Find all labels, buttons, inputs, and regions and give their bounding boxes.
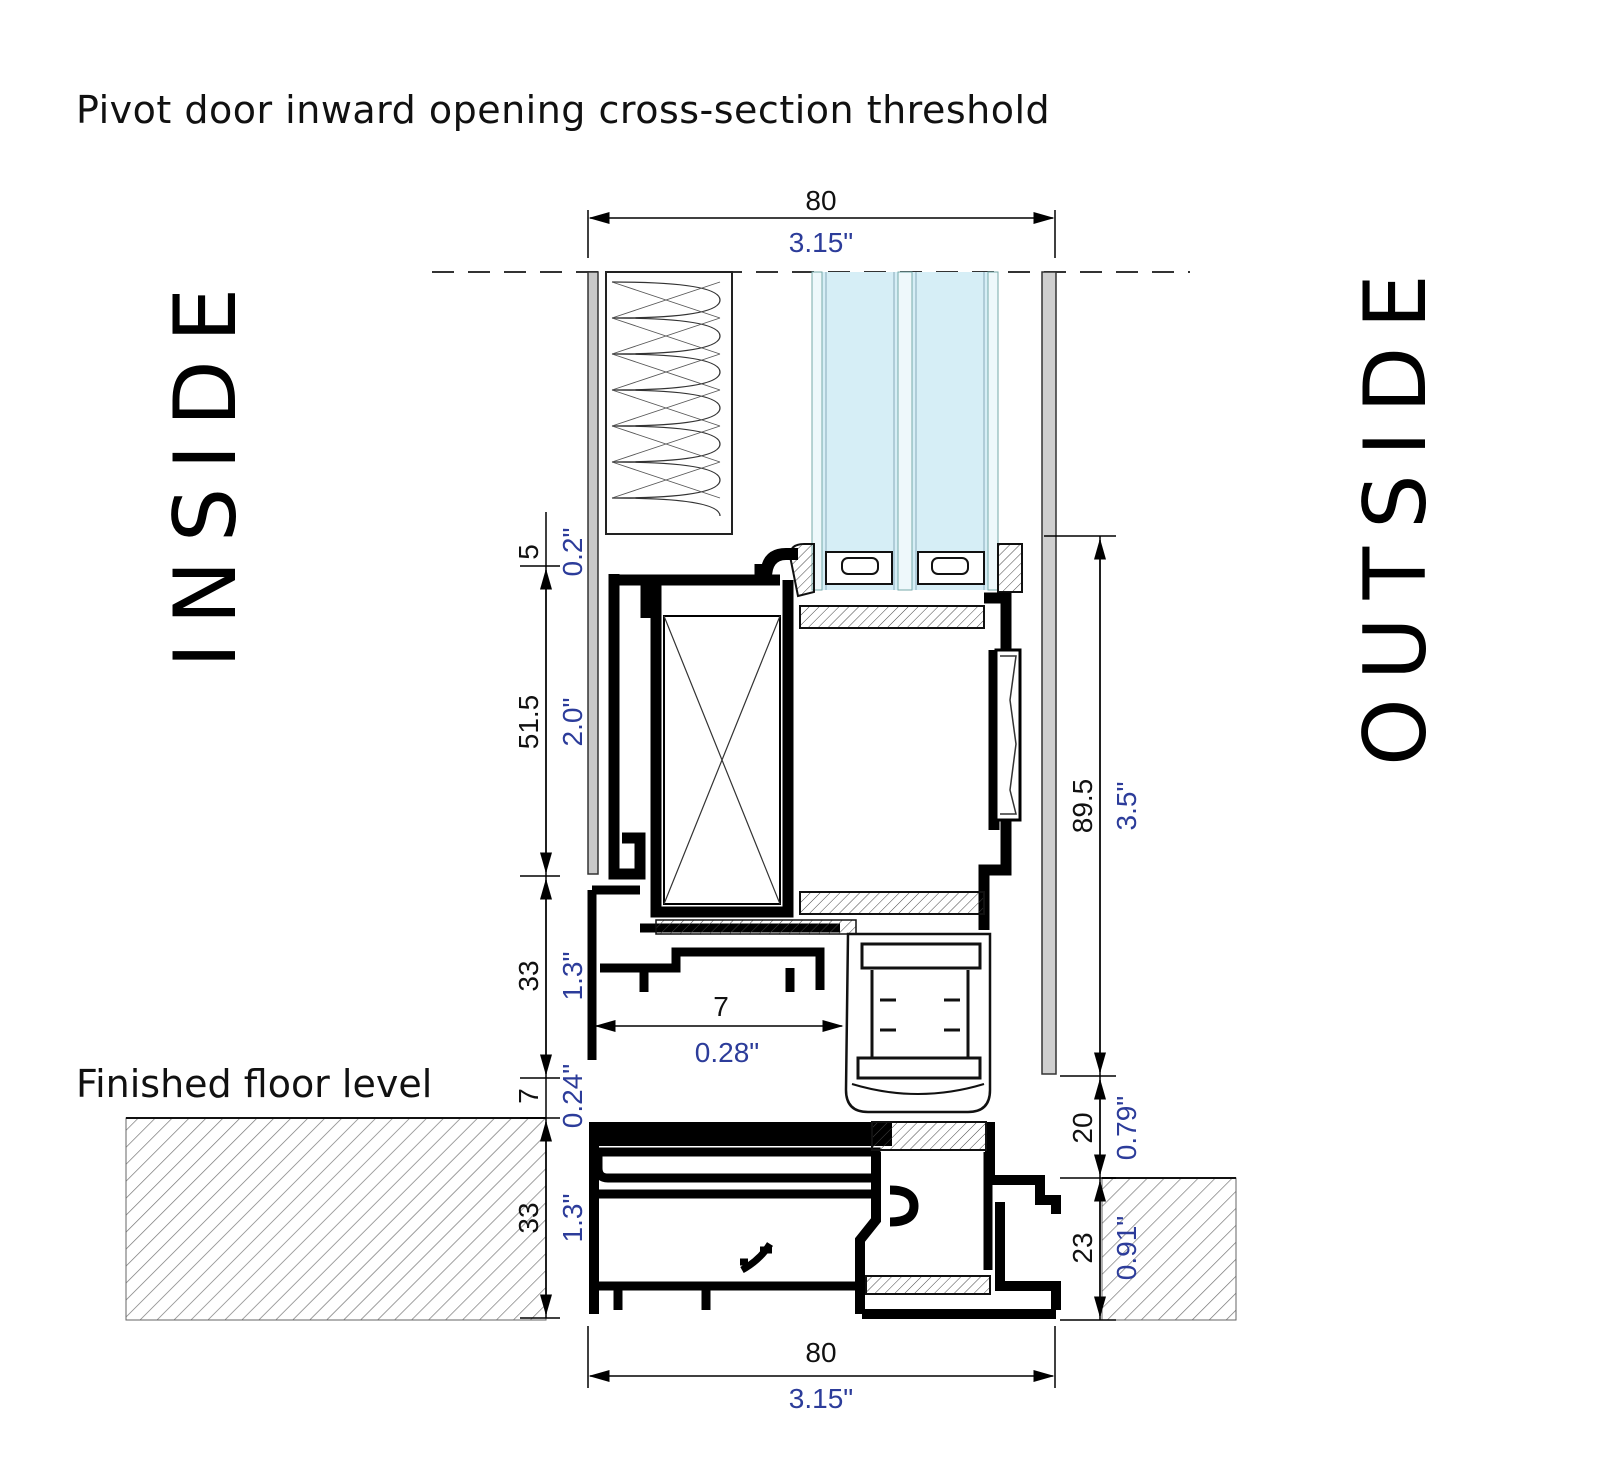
dim-sash33-inch: 1.3" <box>557 952 588 1001</box>
dim-bottom-mm: 80 <box>805 1337 836 1368</box>
dim-right89-mm: 89.5 <box>1067 779 1098 834</box>
dimension-lines <box>520 210 1116 1388</box>
dim-gap7-inch: 0.24" <box>557 1064 588 1128</box>
dim-overlap-inch: 0.28" <box>695 1037 759 1068</box>
dim-gap5-inch: 0.2" <box>557 528 588 577</box>
drop-seal <box>844 932 992 1114</box>
dim-top-inch: 3.15" <box>789 227 853 258</box>
glass-unit <box>811 271 999 591</box>
page-title: Pivot door inward opening cross-section … <box>76 88 1051 132</box>
dim-top-mm: 80 <box>805 185 836 216</box>
dim-gap7-mm: 7 <box>513 1088 544 1104</box>
dim-threshold33-mm: 33 <box>513 1202 544 1233</box>
insulation-panel <box>605 271 733 535</box>
sash-profile <box>608 564 1012 930</box>
dim-right23-inch: 0.91" <box>1111 1216 1142 1280</box>
dim-threshold33-inch: 1.3" <box>557 1194 588 1243</box>
dim-overlap-mm: 7 <box>713 991 729 1022</box>
dim-right20-mm: 20 <box>1067 1112 1098 1143</box>
finished-floor-label: Finished floor level <box>76 1062 433 1106</box>
dim-sash51-mm: 51.5 <box>513 695 544 750</box>
dim-right20-inch: 0.79" <box>1111 1096 1142 1160</box>
dim-right89-inch: 3.5" <box>1111 782 1142 831</box>
thermal-break-lower <box>799 891 985 915</box>
dim-sash33-mm: 33 <box>513 960 544 991</box>
dim-right23-mm: 23 <box>1067 1232 1098 1263</box>
inside-cladding <box>587 271 599 875</box>
sash-gasket-slot <box>994 648 1022 822</box>
thermal-break-upper <box>799 605 985 629</box>
dim-bottom-inch: 3.15" <box>789 1383 853 1414</box>
threshold-profile <box>589 1121 1061 1319</box>
sash-hook <box>760 548 798 578</box>
dim-gap5-mm: 5 <box>513 544 544 560</box>
outside-cladding <box>1041 271 1057 1075</box>
inside-floor-hatch <box>125 1117 547 1321</box>
dim-sash51-inch: 2.0" <box>557 698 588 747</box>
